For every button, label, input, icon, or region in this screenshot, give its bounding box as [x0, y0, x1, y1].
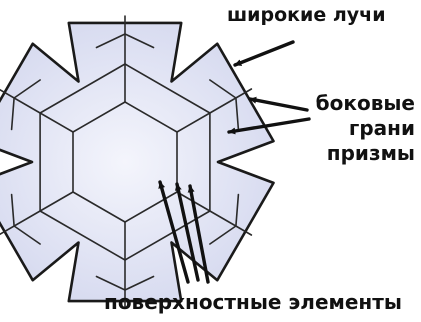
label-side-faces: боковые грани призмы: [316, 91, 415, 166]
label-side-faces-line-3: призмы: [316, 141, 415, 166]
label-wide-rays: широкие лучи: [227, 4, 386, 26]
arrow-side-face-upper: [250, 99, 307, 110]
snowflake-crystal-icon: [0, 16, 274, 308]
label-side-faces-line-2: грани: [316, 116, 415, 141]
label-side-faces-line-1: боковые: [316, 91, 415, 116]
arrow-wide-rays: [235, 42, 293, 65]
label-surface-features: поверхностные элементы: [104, 290, 402, 314]
crystal-outline: [0, 23, 274, 301]
